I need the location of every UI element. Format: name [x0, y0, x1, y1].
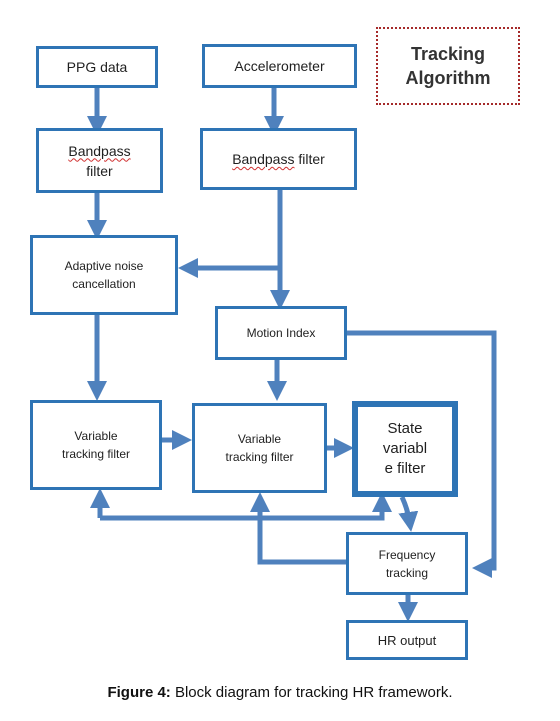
motion-index-node: Motion Index	[215, 306, 347, 360]
variable-tracking-filter-left-label: Variable tracking filter	[61, 429, 131, 461]
frequency-tracking-node: Frequency tracking	[346, 532, 468, 595]
bandpass-filter-right-node: Bandpass filter	[200, 128, 357, 190]
state-variable-filter-node: State variabl e filter	[352, 401, 458, 497]
bandpass-filter-right-word: Bandpass	[232, 151, 295, 167]
adaptive-noise-cancellation-node: Adaptive noise cancellation	[30, 235, 178, 315]
ppg-data-node: PPG data	[36, 46, 158, 88]
tracking-algorithm-label: Tracking Algorithm	[405, 44, 491, 88]
arrow-state-to-freq	[398, 495, 419, 532]
frequency-tracking-label: Frequency tracking	[378, 547, 436, 580]
bandpass-filter-left-word2: filter	[86, 162, 113, 179]
variable-tracking-filter-left-node: Variable tracking filter	[30, 400, 162, 490]
accelerometer-label: Accelerometer	[234, 58, 325, 74]
adaptive-noise-cancellation-label: Adaptive noise cancellation	[64, 259, 144, 291]
motion-index-label: Motion Index	[246, 326, 316, 340]
arrow-feedback-to-state	[100, 492, 392, 521]
accelerometer-node: Accelerometer	[202, 44, 357, 88]
bandpass-filter-right-label: Bandpass filter	[232, 149, 325, 169]
state-variable-filter-label: State variabl e filter	[382, 420, 428, 477]
tracking-algorithm-annotation: Tracking Algorithm	[376, 27, 520, 105]
figure-caption: Figure 4: Block diagram for tracking HR …	[0, 684, 560, 701]
figure-caption-text: Block diagram for tracking HR framework.	[170, 684, 453, 701]
ppg-data-label: PPG data	[66, 59, 128, 75]
bandpass-filter-left-node: Bandpass filter	[36, 128, 163, 193]
variable-tracking-filter-mid-label: Variable tracking filter	[225, 432, 294, 464]
bandpass-filter-right-word2: filter	[294, 151, 325, 167]
variable-tracking-filter-mid-node: Variable tracking filter	[192, 403, 327, 493]
hr-output-node: HR output	[346, 620, 468, 660]
arrow-motion-to-freq	[347, 330, 497, 578]
figure-caption-label: Figure 4:	[107, 684, 171, 701]
arrow-freq-to-vtf-mid	[250, 492, 348, 565]
bandpass-filter-left-word: Bandpass	[68, 142, 131, 159]
bandpass-filter-left-label: Bandpass filter	[68, 141, 130, 181]
hr-output-label: HR output	[377, 632, 437, 648]
